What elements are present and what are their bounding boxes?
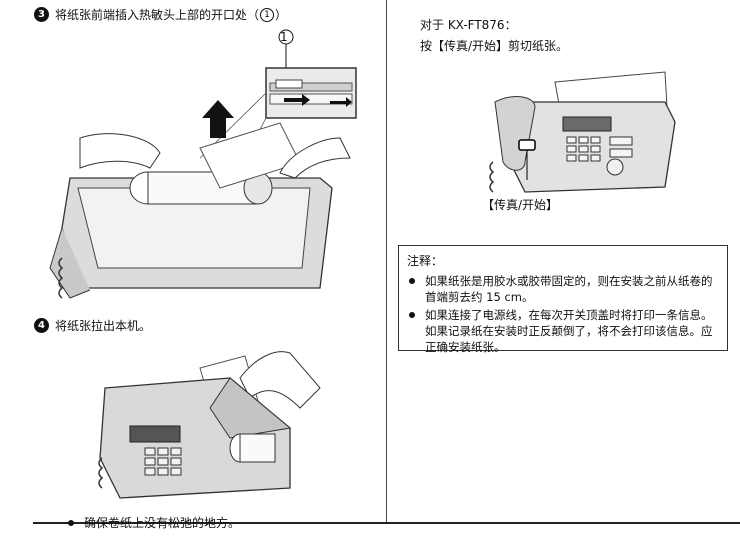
step-number: 3 — [34, 7, 49, 22]
step-3: 3 将纸张前端插入热敏头上部的开口处（1） — [34, 6, 287, 23]
bullet-icon — [409, 312, 415, 318]
note-item-text: 如果连接了电源线，在每次开关顶盖时将打印一条信息。如果记录纸在安装时正反颠倒了，… — [425, 308, 713, 354]
illustration-fax-machine — [489, 71, 676, 193]
bottom-rule — [33, 522, 740, 524]
bullet-icon — [409, 278, 415, 284]
start-button-highlight — [518, 139, 536, 151]
step-3-text-after: ） — [275, 8, 288, 22]
model-line: 对于 KX-FT876： — [420, 18, 517, 32]
column-divider — [386, 0, 387, 522]
note-box: 注释： 如果纸张是用胶水或胶带固定的，则在安装之前从纸卷的首端剪去约 15 cm… — [398, 245, 728, 354]
note-item: 如果连接了电源线，在每次开关顶盖时将打印一条信息。如果记录纸在安装时正反颠倒了，… — [407, 307, 719, 355]
step-4-text: 将纸张拉出本机。 — [55, 319, 152, 333]
bullet-icon — [68, 519, 74, 526]
callout-number-1: 1 — [280, 30, 288, 44]
illustration-insert-paper — [49, 29, 357, 299]
instruction-line: 按【传真/开始】剪切纸张。 — [420, 39, 569, 53]
step-3-text-before: 将纸张前端插入热敏头上部的开口处（ — [55, 8, 260, 22]
bullet-text: 确保卷纸上没有松弛的地方。 — [84, 516, 241, 530]
ref-marker: 1 — [260, 7, 275, 22]
step-number: 4 — [34, 318, 49, 333]
zoom-inset — [265, 67, 357, 119]
bullet-check-slack: 确保卷纸上没有松弛的地方。 — [68, 514, 240, 531]
fax-start-callout: 【传真/开始】 — [482, 198, 559, 212]
illustration-pull-paper — [98, 351, 321, 499]
note-item: 如果纸张是用胶水或胶带固定的，则在安装之前从纸卷的首端剪去约 15 cm。 — [407, 273, 719, 305]
step-4: 4 将纸张拉出本机。 — [34, 317, 151, 334]
note-item-text: 如果纸张是用胶水或胶带固定的，则在安装之前从纸卷的首端剪去约 15 cm。 — [425, 274, 713, 304]
note-title: 注释： — [407, 254, 444, 268]
